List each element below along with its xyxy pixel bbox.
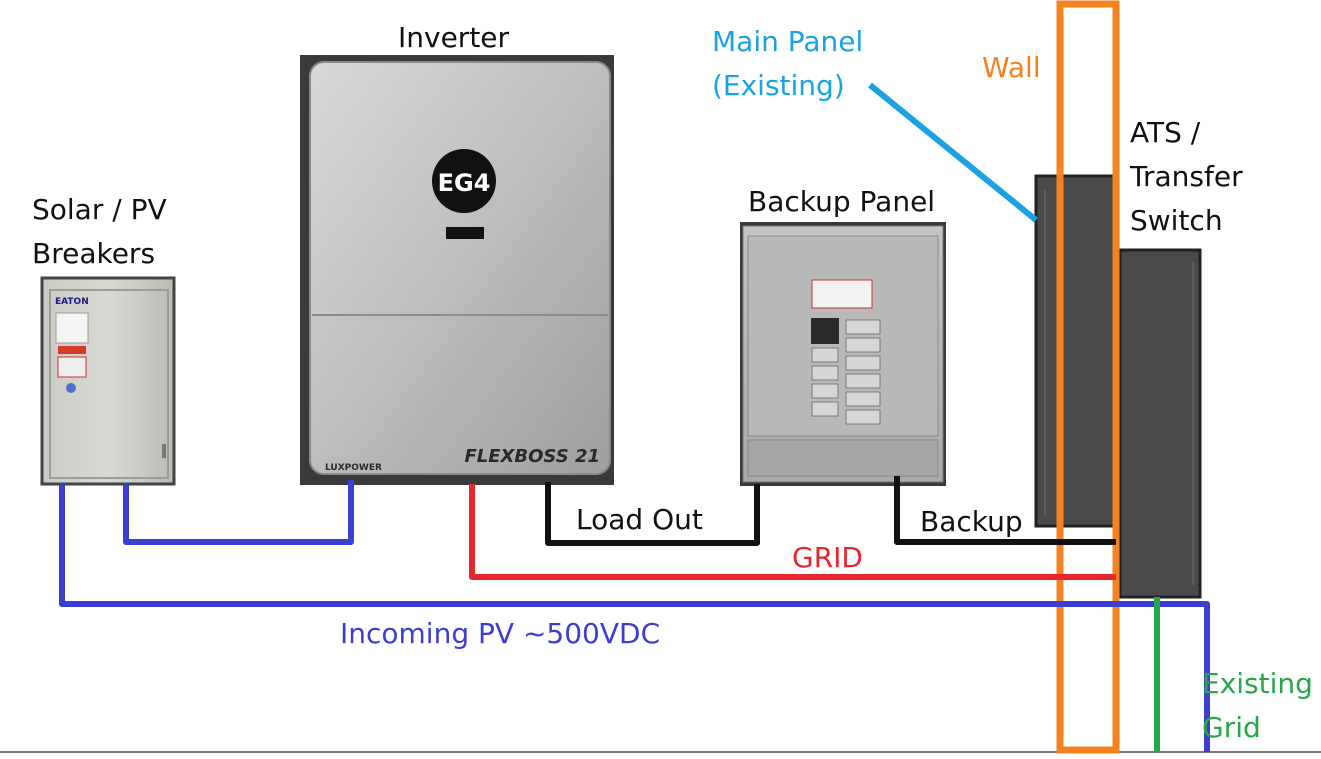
main-panel-pointer [868,82,1038,223]
solar-pv-label-line2: Breakers [32,237,156,270]
ats-label-line2: Transfer [1130,160,1243,193]
inverter-display [446,227,484,239]
backup-label: Backup [920,505,1023,538]
existing-grid-label-line1: Existing [1202,667,1313,700]
pv-to-inverter-wire [123,480,354,545]
pv-disconnect-box: EATON [40,276,176,486]
main-panel-label-line2: (Existing) [712,69,845,102]
disconnect-brand-text: EATON [55,297,89,307]
existing-grid-label: Existing Grid [1202,662,1313,750]
inverter-unit: EG4 FLEXBOSS 21 LUXPOWER [300,55,614,485]
panel-main-breaker [811,318,839,344]
load-out-wire [545,482,760,546]
inverter-label: Inverter [398,21,510,54]
ats-label: ATS / Transfer Switch [1130,111,1243,243]
ats-box [1118,248,1202,599]
wall-label: Wall [982,51,1041,84]
backup-wire [894,476,1116,545]
eg4-logo-icon [432,149,496,213]
load-out-label: Load Out [576,503,703,536]
main-panel-label-line1: Main Panel [712,25,864,58]
ats-label-line1: ATS / [1130,116,1201,149]
pv-incoming-wire [59,484,1210,752]
existing-grid-label-line2: Grid [1202,711,1261,744]
inverter-model-text: FLEXBOSS 21 [464,446,600,467]
solar-pv-label: Solar / PV Breakers [32,188,167,276]
backup-panel-box [740,222,946,486]
disconnect-sticker-top [55,312,89,344]
disconnect-warning-sticker-2 [57,356,87,378]
panel-breaker-slots [811,319,881,425]
wall-outline [1056,0,1120,754]
grid-wire [469,484,1116,580]
disconnect-handle [162,444,166,458]
solar-pv-label-line1: Solar / PV [32,193,167,226]
ats-label-line3: Switch [1130,204,1223,237]
backup-panel-label: Backup Panel [748,185,936,218]
inverter-maker-text: LUXPOWER [325,463,382,473]
disconnect-flag-icon [66,383,76,393]
main-panel-box [1034,174,1120,528]
incoming-pv-label: Incoming PV ~500VDC [340,617,661,650]
disconnect-warning-sticker [58,346,86,354]
grid-label: GRID [792,541,863,574]
main-panel-label: Main Panel (Existing) [712,20,863,108]
panel-warning-label [811,279,873,309]
inverter-logo-text: EG4 [438,169,491,197]
